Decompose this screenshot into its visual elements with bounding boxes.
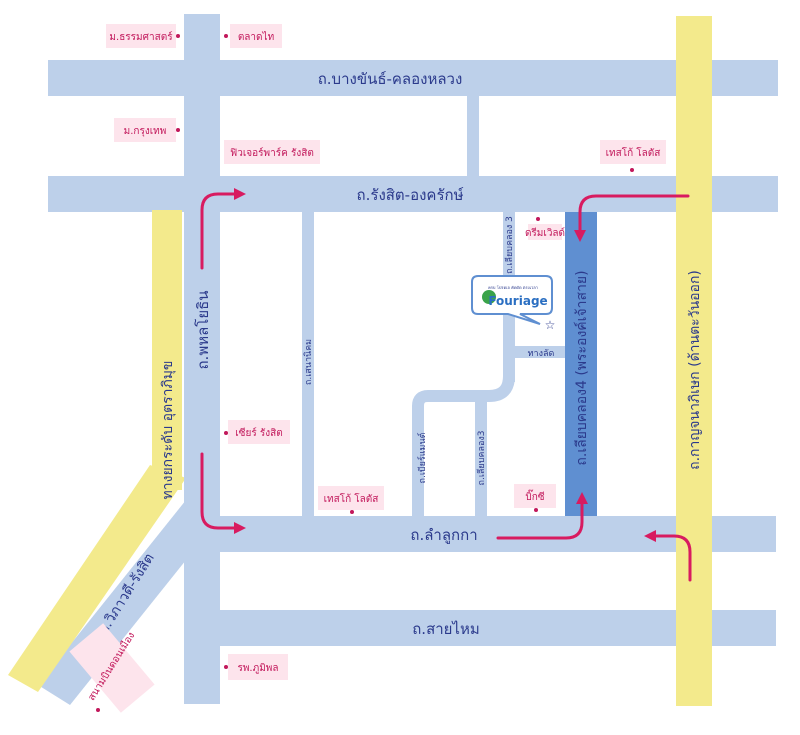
- road-connector: [412, 375, 515, 516]
- poi-bangkok-univ: ม.กรุงเทพ: [114, 118, 180, 142]
- arrowhead-right-top: [234, 188, 246, 200]
- road-expressway-vertical: [152, 210, 182, 490]
- arrow-heads: [234, 188, 656, 542]
- logo-mark-icon: [482, 290, 496, 304]
- poi-tesco-lamlukka: เทสโก้ โลตัส: [318, 486, 384, 514]
- road-expressway: [8, 465, 186, 692]
- logo-tagline: ครบ โปรดเจ คัดดัด ตรงเวลา: [488, 285, 538, 290]
- road-phahonyothin: [184, 14, 220, 704]
- road-bangkhan: [48, 60, 778, 96]
- road-liap-khlong4: [565, 212, 597, 516]
- poi-tesco-east: เทสโก้ โลตัส: [600, 140, 666, 172]
- label-senanikhom: ถ.เสนานิคม: [303, 339, 314, 385]
- svg-text:ตลาดไท: ตลาดไท: [238, 31, 274, 43]
- label-klong3-mid: ถ.เบียร์แมนต์: [416, 432, 428, 483]
- arrow-lamlukka-to-khlong4: [496, 500, 584, 540]
- poi-dream-world: ดรีมเวิลด์: [525, 217, 565, 240]
- label-lamlukka: ถ.ลำลูกกา: [410, 526, 477, 544]
- svg-text:บิ๊กซี: บิ๊กซี: [525, 489, 544, 503]
- svg-text:ดรีมเวิลด์: ดรีมเวิลด์: [525, 227, 565, 239]
- logo-brand: Fouriage: [488, 294, 547, 308]
- arrowhead-right-bottom: [234, 522, 246, 534]
- poi-don-mueang-airport: สนามบินดอนเมือง: [69, 623, 155, 713]
- label-rangsit-ongkharak: ถ.รังสิต-องครักษ์: [357, 186, 464, 204]
- label-saimai: ถ.สายไหม: [412, 620, 480, 638]
- road-upper-link: [467, 96, 479, 176]
- poi-future-park: ฟิวเจอร์พาร์ค รังสิต: [224, 140, 320, 164]
- label-expressway: ทางยกระดับ อุตราภิมุข: [160, 361, 176, 500]
- poi-talad-thai: ตลาดไท: [224, 24, 282, 48]
- poi-zeer-rangsit: เซียร์ รังสิต: [224, 420, 290, 444]
- fouriage-logo-bubble: ครบ โปรดเจ คัดดัด ตรงเวลา Fouriage: [471, 275, 553, 325]
- route-arrows: [200, 192, 692, 582]
- label-bangkhan: ถ.บางขันธ์-คลองหลวง: [318, 70, 463, 88]
- arrow-kanchanaphisek-to-khlong4: [578, 194, 690, 234]
- label-kanchanaphisek: ถ.กาญจนาภิเษก (ด้านตะวันออก): [687, 270, 703, 470]
- svg-text:เซียร์ รังสิต: เซียร์ รังสิต: [235, 427, 282, 439]
- poi-big-c: บิ๊กซี: [514, 484, 556, 512]
- arrowhead-down: [574, 230, 586, 242]
- label-klong3-lower: ถ.เลียบคลอง3: [476, 431, 487, 486]
- arrow-phahonyothin-to-rangsit: [200, 192, 238, 270]
- arrowhead-left: [644, 530, 656, 542]
- road-klong3-lower: [475, 396, 487, 516]
- label-phahonyothin: ถ.พหลโยธิน: [194, 290, 212, 369]
- road-rangsit-ongkharak: [48, 176, 778, 212]
- svg-text:ม.ธรรมศาสตร์: ม.ธรรมศาสตร์: [109, 31, 173, 43]
- poi-bhumibol-hospital: รพ.ภูมิพล: [224, 654, 288, 680]
- label-klong3-upper: ถ.เลียบคลอง 3: [504, 216, 515, 274]
- label-liap-khlong4: ถ.เลียบคลอง4 (พระองค์เจ้าสาย): [573, 270, 590, 465]
- arrow-phahonyothin-to-lamlukka: [200, 452, 238, 530]
- svg-text:ม.กรุงเทพ: ม.กรุงเทพ: [124, 126, 167, 137]
- label-shortcut: ทางลัด: [528, 349, 555, 359]
- svg-text:เทสโก้ โลตัส: เทสโก้ โลตัส: [606, 146, 661, 159]
- svg-text:เทสโก้ โลตัส: เทสโก้ โลตัส: [324, 492, 379, 505]
- svg-text:ฟิวเจอร์พาร์ค รังสิต: ฟิวเจอร์พาร์ค รังสิต: [230, 147, 314, 159]
- destination-star-icon: ☆: [545, 318, 556, 332]
- arrow-kanchanaphisek-lamlukka: [650, 534, 692, 582]
- road-kanchanaphisek: [676, 16, 712, 706]
- road-senanikhom: [302, 212, 314, 516]
- arrowhead-up: [576, 492, 588, 504]
- road-shortcut: [515, 346, 567, 358]
- svg-text:รพ.ภูมิพล: รพ.ภูมิพล: [237, 663, 278, 674]
- poi-thammasat: ม.ธรรมศาสตร์: [106, 24, 180, 48]
